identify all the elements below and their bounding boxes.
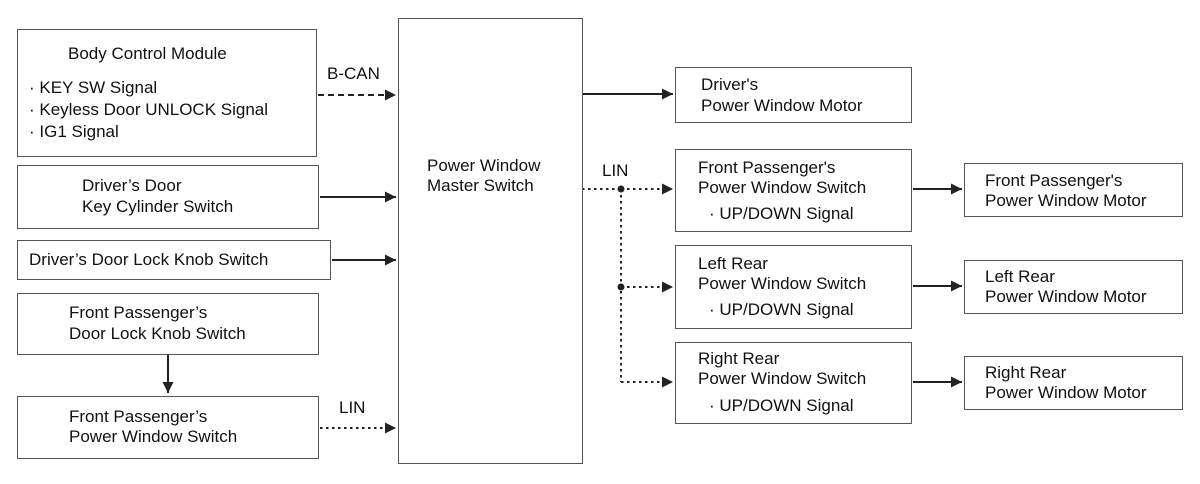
lr-pw-switch-line1: Left Rear [698, 254, 768, 273]
front-passenger-door-lock-knob-switch-box: Front Passenger’s Door Lock Knob Switch [17, 293, 319, 355]
body-control-module-box: Body Control Module · KEY SW Signal · Ke… [17, 29, 317, 157]
fp-pw-switch-right-line1: Front Passenger's [698, 158, 836, 177]
fp-pw-switch-right-signal: · UP/DOWN Signal [709, 204, 854, 223]
lr-pw-switch-signal: · UP/DOWN Signal [709, 300, 854, 319]
power-window-master-switch-box: Power Window Master Switch [398, 18, 583, 464]
bcan-label: B-CAN [327, 64, 380, 83]
fp-pw-switch-right-line2: Power Window Switch [698, 178, 867, 197]
left-rear-power-window-switch-box: Left Rear Power Window Switch · UP/DOWN … [675, 245, 912, 329]
master-switch-line1: Power Window [427, 156, 541, 175]
bcm-title: Body Control Module [68, 44, 227, 63]
rr-pw-switch-line1: Right Rear [698, 349, 780, 368]
fp-motor-line1: Front Passenger's [985, 171, 1123, 190]
right-rear-power-window-switch-box: Right Rear Power Window Switch · UP/DOWN… [675, 342, 912, 424]
fp-pw-switch-left-line1: Front Passenger’s [69, 407, 208, 426]
lr-motor-line1: Left Rear [985, 267, 1055, 286]
bcm-signal-keyless-unlock: · Keyless Door UNLOCK Signal [29, 100, 269, 119]
right-rear-power-window-motor-box: Right Rear Power Window Motor [964, 356, 1183, 410]
rr-motor-line1: Right Rear [985, 363, 1067, 382]
fp-motor-line2: Power Window Motor [985, 191, 1147, 210]
bcm-signal-ig1: · IG1 Signal [29, 122, 119, 141]
driver-motor-line1: Driver's [701, 75, 759, 94]
driver-lock-knob-label: Driver’s Door Lock Knob Switch [29, 250, 269, 269]
rr-pw-switch-signal: · UP/DOWN Signal [709, 396, 854, 415]
key-cylinder-line1: Driver’s Door [82, 176, 182, 195]
master-switch-line2: Master Switch [427, 176, 534, 195]
front-passenger-power-window-motor-box: Front Passenger's Power Window Motor [964, 163, 1183, 217]
rr-pw-switch-line2: Power Window Switch [698, 369, 867, 388]
driver-motor-line2: Power Window Motor [701, 96, 863, 115]
fp-lock-knob-line1: Front Passenger’s [69, 303, 208, 322]
lin-label-left: LIN [339, 398, 366, 417]
rr-motor-line2: Power Window Motor [985, 383, 1147, 402]
bcm-signal-key-sw: · KEY SW Signal [29, 78, 158, 97]
lin-label-right: LIN [602, 161, 629, 180]
lin-junction-dot-2 [617, 283, 625, 291]
front-passenger-power-window-switch-right-box: Front Passenger's Power Window Switch · … [675, 149, 912, 232]
lr-motor-line2: Power Window Motor [985, 287, 1147, 306]
front-passenger-power-window-switch-left-box: Front Passenger’s Power Window Switch [17, 396, 319, 459]
lin-junction-dot-1 [617, 185, 625, 193]
fp-lock-knob-line2: Door Lock Knob Switch [69, 324, 246, 343]
left-rear-power-window-motor-box: Left Rear Power Window Motor [964, 260, 1183, 314]
fp-pw-switch-left-line2: Power Window Switch [69, 427, 238, 446]
lr-pw-switch-line2: Power Window Switch [698, 274, 867, 293]
driver-door-key-cylinder-switch-box: Driver’s Door Key Cylinder Switch [17, 165, 319, 229]
key-cylinder-line2: Key Cylinder Switch [82, 197, 234, 216]
driver-power-window-motor-box: Driver's Power Window Motor [675, 67, 912, 123]
driver-door-lock-knob-switch-box: Driver’s Door Lock Knob Switch [17, 240, 331, 280]
